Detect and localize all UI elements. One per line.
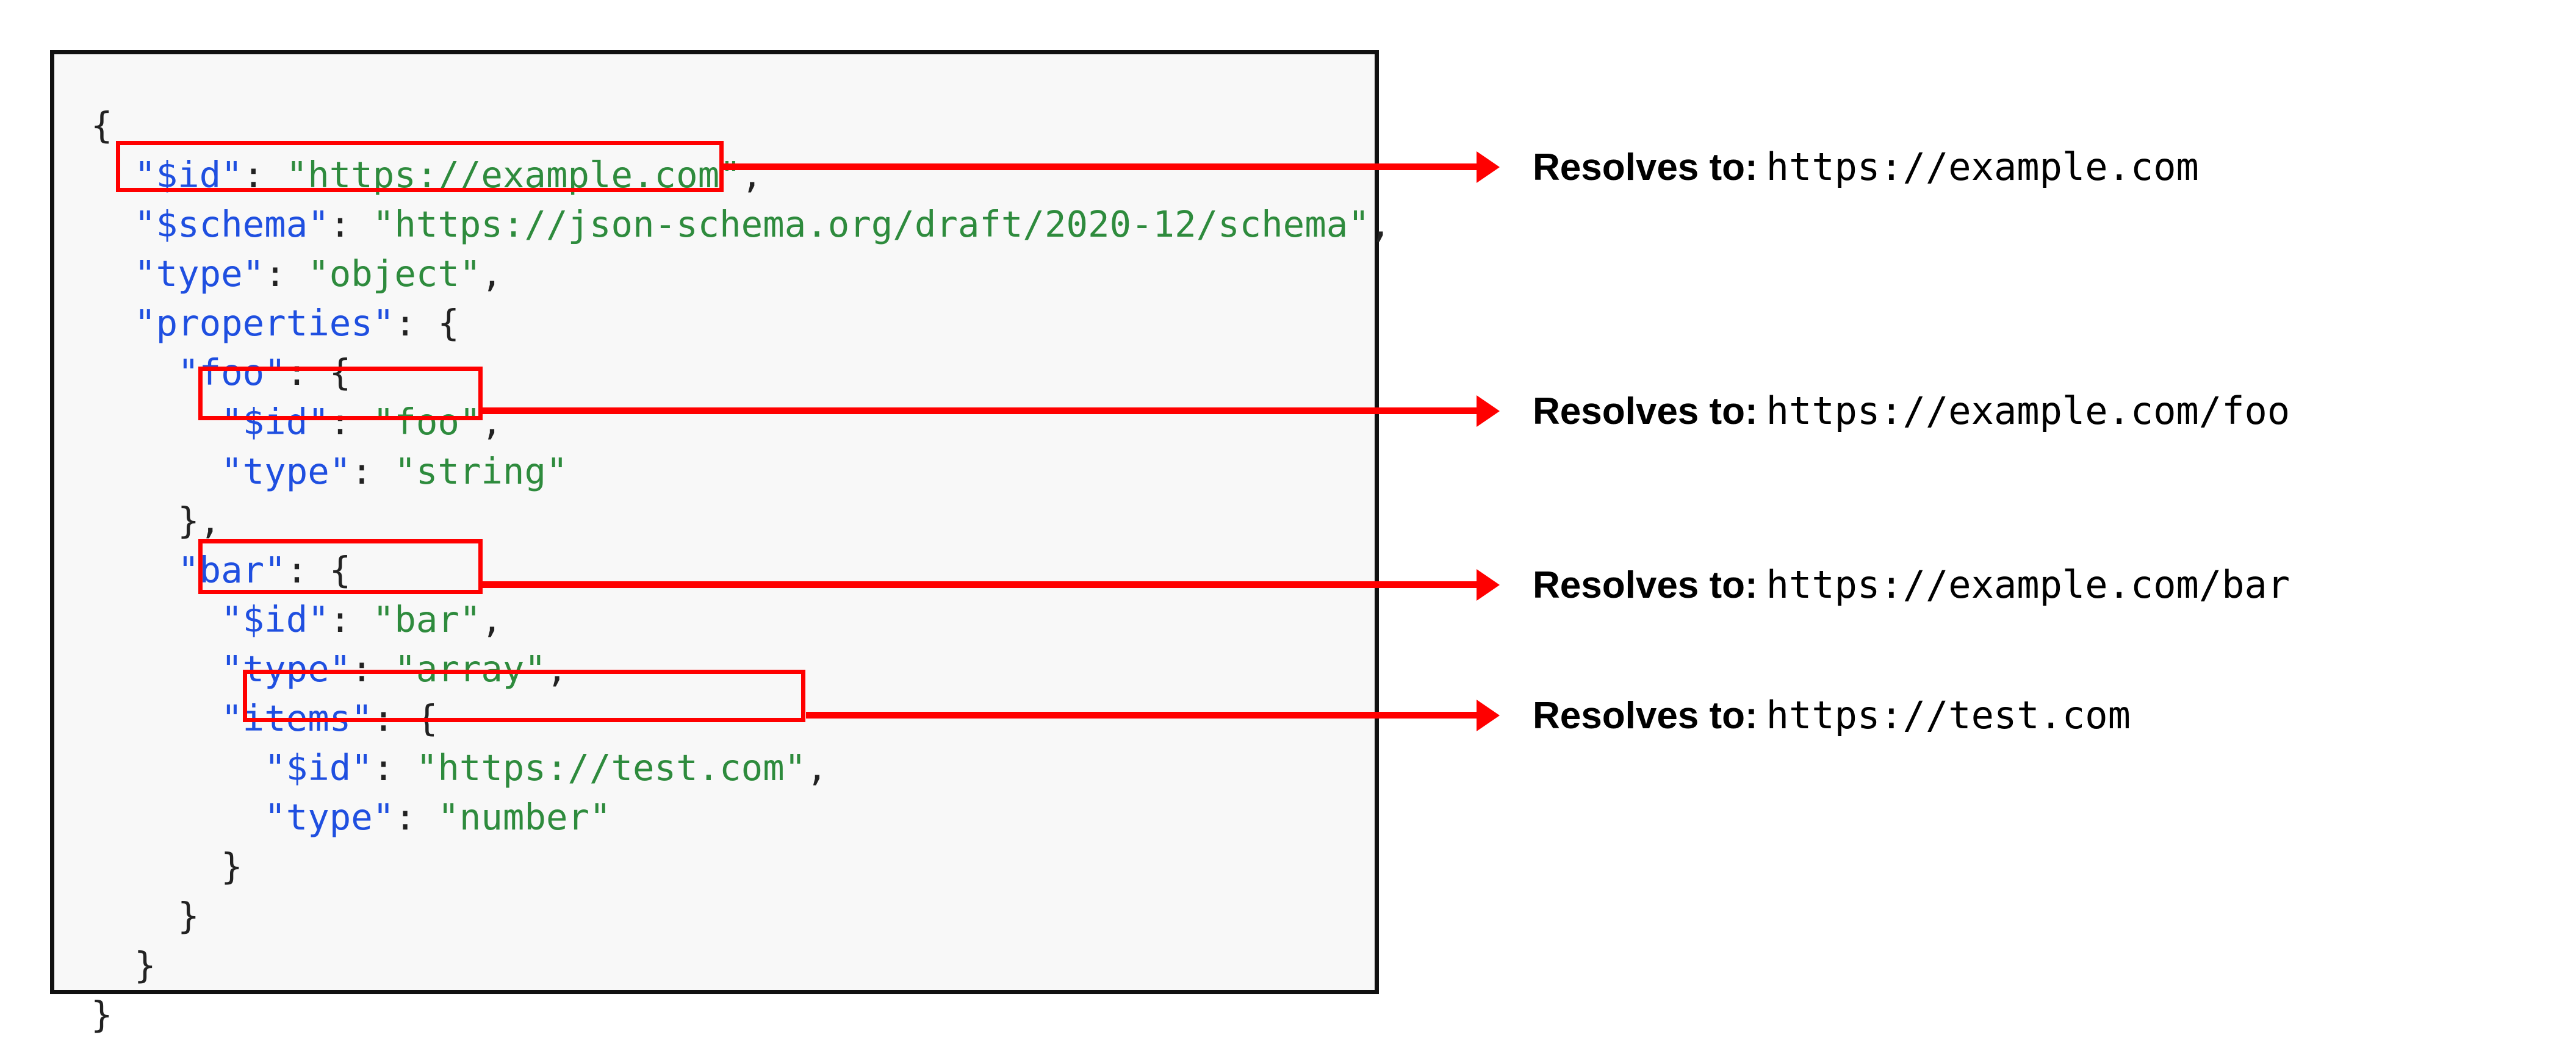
connector-arrow-foo xyxy=(483,407,1478,414)
json-code-panel: { "$id": "https://example.com", "$schema… xyxy=(50,50,1391,1036)
annotation-label: Resolves to: xyxy=(1533,146,1758,188)
annotation-label: Resolves to: xyxy=(1533,695,1758,737)
connector-arrow-root xyxy=(724,163,1478,170)
connector-arrow-bar xyxy=(483,581,1478,588)
annotation-url: https://example.com xyxy=(1766,145,2199,189)
json-code-block: { "$id": "https://example.com", "$schema… xyxy=(91,104,1392,1036)
annotation-foo: Resolves to:https://example.com/foo xyxy=(1533,392,2290,431)
annotation-url: https://example.com/bar xyxy=(1766,562,2290,607)
annotation-items: Resolves to:https://test.com xyxy=(1533,697,2131,735)
annotation-root: Resolves to:https://example.com xyxy=(1533,148,2199,187)
connector-arrow-items xyxy=(806,712,1478,719)
annotation-url: https://example.com/foo xyxy=(1766,389,2290,433)
annotation-bar: Resolves to:https://example.com/bar xyxy=(1533,566,2290,604)
annotation-url: https://test.com xyxy=(1766,693,2131,737)
annotation-label: Resolves to: xyxy=(1533,390,1758,432)
annotation-label: Resolves to: xyxy=(1533,564,1758,606)
